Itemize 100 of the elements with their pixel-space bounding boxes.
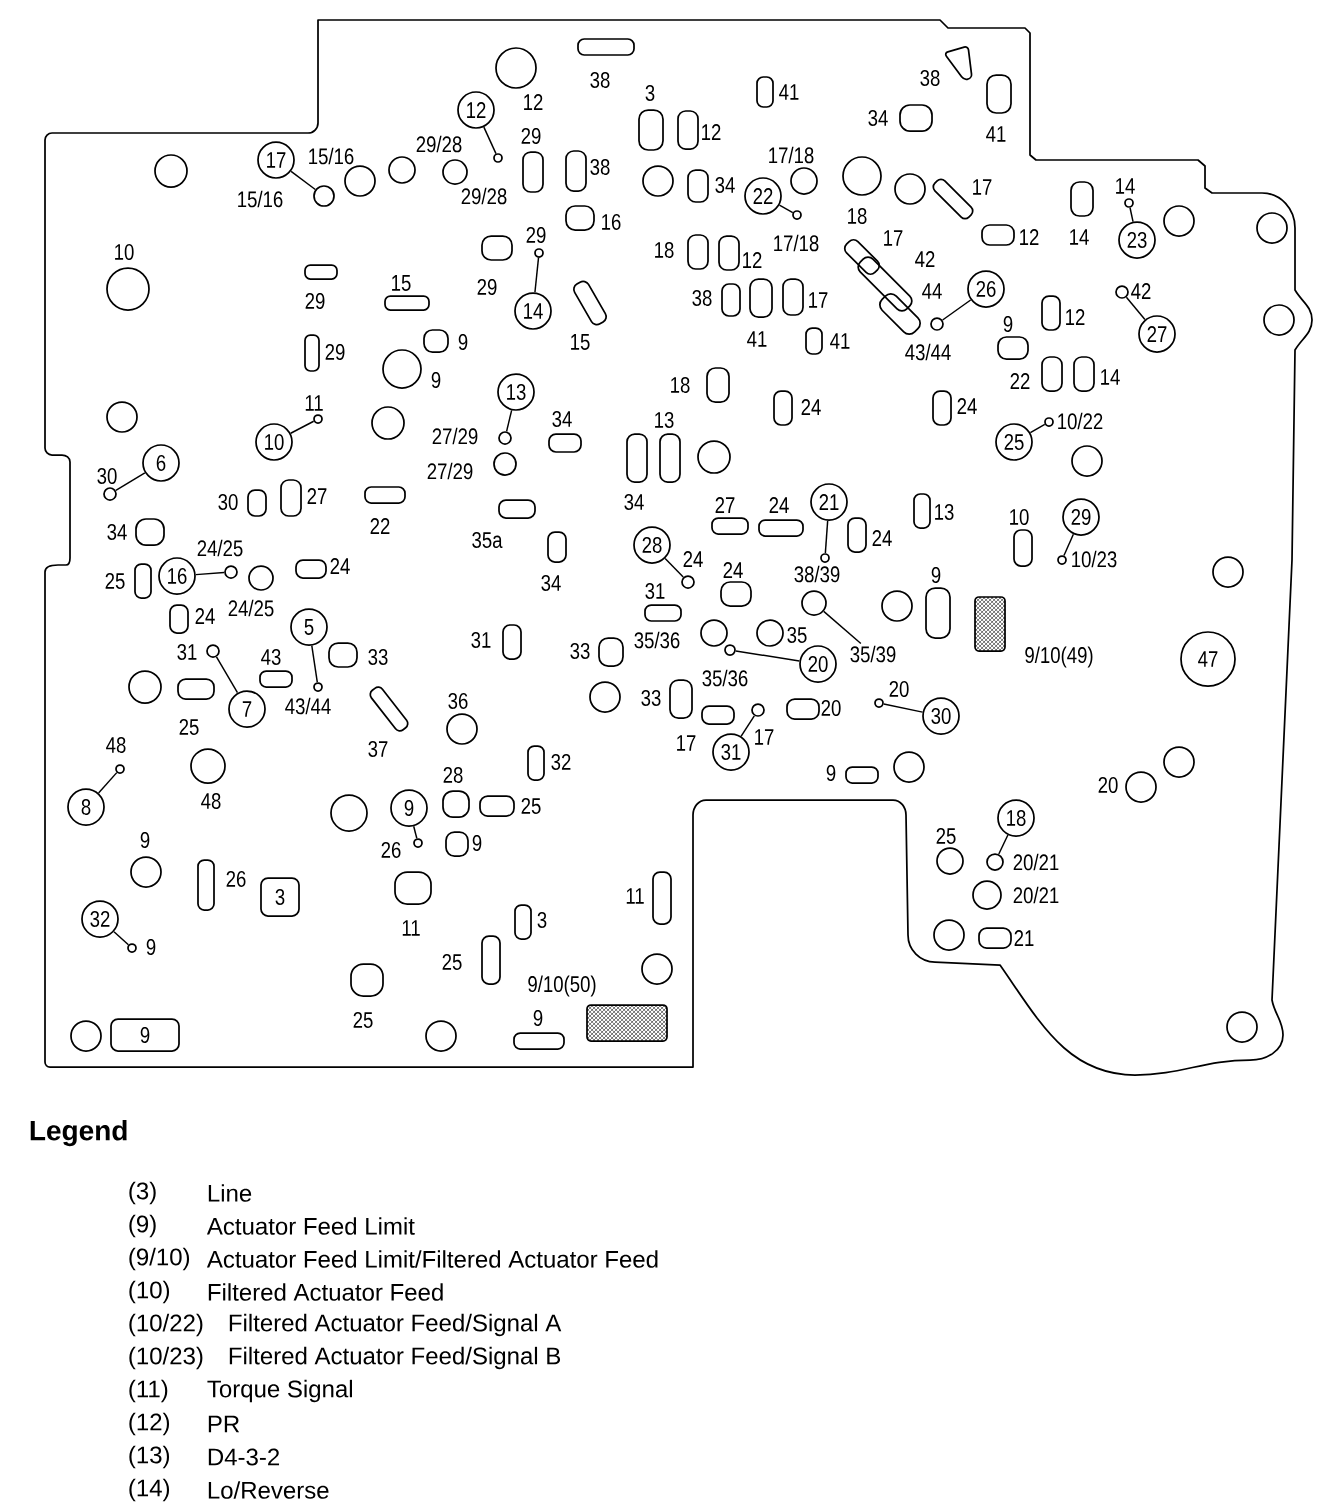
- hole-number: 37: [368, 741, 388, 758]
- legend-code: (3): [129, 1181, 156, 1205]
- leader-line: [883, 703, 924, 713]
- leader-line: [483, 126, 497, 155]
- legend-description: Torque Signal: [207, 1379, 352, 1403]
- legend-code: (10): [129, 1280, 170, 1304]
- hole-number: 41: [747, 331, 767, 347]
- legend-description: Filtered Actuator Feed/Signal A: [229, 1313, 562, 1337]
- hole-number: 9: [826, 765, 836, 782]
- legend-heading: Legend: [30, 1119, 127, 1147]
- leader-line: [97, 771, 118, 794]
- hole-number: 13: [655, 412, 674, 429]
- leader-line: [778, 204, 794, 214]
- hole: [1124, 198, 1134, 208]
- hole-number: 36: [448, 693, 468, 710]
- hole-number: 29: [477, 279, 497, 296]
- hole-number: 41: [986, 126, 1006, 142]
- hole-number: 48: [106, 737, 126, 754]
- hole-number: 11: [626, 888, 644, 904]
- hole-number: 24: [683, 551, 703, 567]
- hole: [986, 853, 1004, 871]
- hole-number: 24: [801, 399, 821, 415]
- hole-number: 12: [1066, 309, 1085, 325]
- leader-line: [824, 520, 829, 554]
- hole-number: 24/25: [228, 599, 274, 617]
- hole: [313, 682, 323, 692]
- hole-number: 20/21: [1013, 853, 1059, 871]
- leader-line: [664, 557, 684, 578]
- hole: [1057, 555, 1067, 565]
- legend-description: PR: [208, 1415, 240, 1433]
- hole-number: 16: [602, 214, 621, 231]
- hole-number: 12: [1020, 229, 1039, 245]
- legend-code: (10/22): [129, 1313, 203, 1337]
- legend-description: Actuator Feed Limit: [206, 1217, 415, 1235]
- leader-line: [1125, 296, 1146, 321]
- hole-number: 27: [715, 497, 735, 513]
- hole-number: 34: [541, 575, 561, 592]
- legend-code: (13): [129, 1445, 170, 1469]
- hole-number: 9: [1003, 316, 1013, 333]
- hole-number: 21: [1014, 930, 1034, 946]
- hole-number: 25: [353, 1012, 373, 1029]
- leader-line: [534, 257, 540, 293]
- numbered-hole: 47: [1180, 631, 1236, 687]
- legend-code: (9): [129, 1214, 156, 1238]
- hole-number: 43: [261, 649, 281, 666]
- hole: [534, 248, 544, 258]
- hole-number: 26: [226, 871, 246, 888]
- hole-number: 34: [552, 411, 572, 428]
- leader-line: [505, 409, 513, 433]
- legend-description: Actuator Feed Limit/Filtered Actuator Feed: [206, 1250, 658, 1268]
- hole-number: 27: [307, 488, 327, 504]
- hole-number: 24: [723, 562, 743, 578]
- hole-number: 18: [671, 377, 690, 394]
- legend-code: (14): [129, 1478, 170, 1502]
- hole-number: 22: [370, 518, 390, 534]
- hole-number: 14: [1116, 178, 1135, 194]
- hole-number: 29: [521, 128, 541, 145]
- hole: [724, 644, 736, 656]
- hole-number: 9: [140, 832, 150, 849]
- hole-number: 17: [677, 735, 696, 751]
- hole-number: 14: [1070, 229, 1089, 245]
- hole-number: 17: [973, 179, 992, 195]
- hole-number: 30: [218, 494, 238, 511]
- hole: [313, 185, 335, 207]
- hole-number: 31: [645, 583, 665, 600]
- hole-number: 34: [624, 494, 644, 511]
- legend-description: Filtered Actuator Feed/Signal B: [229, 1346, 561, 1370]
- hole: [930, 317, 944, 331]
- leader-line: [215, 656, 239, 694]
- hole-number: 12: [743, 252, 762, 268]
- hole-number: 28: [443, 767, 463, 784]
- hole-number: 31: [471, 632, 491, 649]
- leader-line: [115, 472, 146, 492]
- hole: [874, 698, 884, 708]
- hole-number: 30: [97, 468, 117, 485]
- leader-line: [1063, 533, 1075, 557]
- hole-number: 9: [931, 567, 941, 584]
- hole-number: 48: [201, 793, 221, 810]
- hole-number: 33: [641, 690, 661, 707]
- leader-line: [311, 644, 318, 683]
- hole-number: 43/44: [285, 697, 331, 715]
- hole-number: 3: [537, 912, 547, 929]
- hole-number: 3: [645, 85, 655, 102]
- legend-description: Filtered Actuator Feed: [208, 1283, 443, 1301]
- hole-number: 10: [115, 244, 134, 261]
- hole-number: 20: [821, 700, 841, 717]
- hole-number: 43/44: [905, 343, 951, 361]
- hole-number: 42: [915, 251, 935, 267]
- leader-line: [735, 650, 801, 662]
- legend-description: Line: [208, 1184, 252, 1202]
- hole-number: 9: [472, 835, 482, 852]
- numbered-hole: 9: [110, 1018, 180, 1052]
- hole-number: 15/16: [309, 147, 354, 165]
- hole-number: 17/18: [774, 234, 819, 252]
- hole: [313, 414, 323, 424]
- hole-number: 38: [590, 159, 610, 176]
- hole-number: 41: [830, 333, 850, 349]
- legend-code: (12): [129, 1412, 170, 1436]
- legend-description: Lo/Reverse: [208, 1481, 329, 1499]
- hole: [498, 431, 512, 445]
